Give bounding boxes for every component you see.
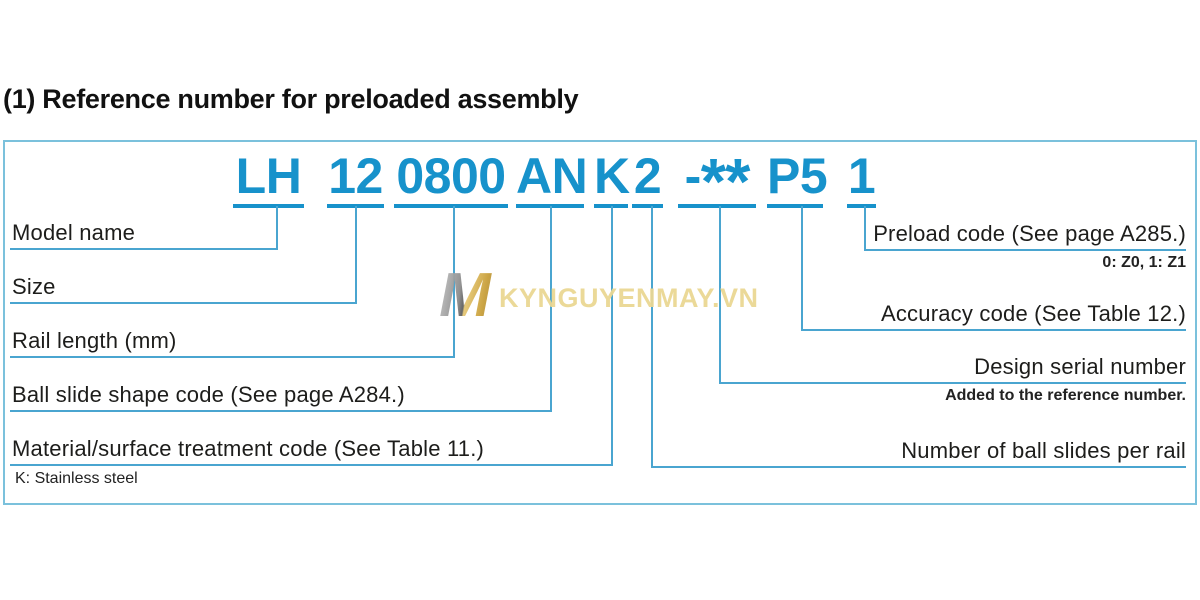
watermark-text: KYNGUYENMAY.VN bbox=[499, 283, 759, 313]
code-segment-shape: AN bbox=[516, 149, 588, 208]
page-title: (1) Reference number for preloaded assem… bbox=[3, 84, 579, 114]
note-added-to-reference: Added to the reference number. bbox=[945, 387, 1186, 404]
connector-model-vline bbox=[276, 206, 278, 250]
code-segment-model: LH bbox=[233, 149, 304, 208]
code-segment-material: K bbox=[594, 149, 630, 208]
label-model-name: Model name bbox=[12, 220, 136, 245]
connector-accuracy-vline bbox=[801, 206, 803, 331]
reference-diagram-box bbox=[3, 140, 1197, 505]
connector-preload-hline bbox=[864, 249, 1186, 251]
code-segment-serial: -** bbox=[678, 149, 756, 214]
connector-model-hline bbox=[10, 248, 278, 250]
code-segment-slides: 2 bbox=[632, 149, 663, 208]
connector-preload-vline bbox=[864, 206, 866, 251]
label-design-serial-number: Design serial number bbox=[974, 354, 1186, 379]
label-ball-slide-shape: Ball slide shape code (See page A284.) bbox=[12, 382, 405, 407]
connector-material-vline bbox=[611, 206, 613, 466]
code-segment-rail: 0800 bbox=[394, 149, 508, 208]
connector-material-hline bbox=[10, 464, 613, 466]
connector-shape-hline bbox=[10, 410, 552, 412]
label-preload-code: Preload code (See page A285.) bbox=[873, 221, 1186, 246]
watermark-m-logo: M bbox=[433, 263, 497, 329]
connector-rail-vline bbox=[453, 206, 455, 358]
connector-serial-hline bbox=[719, 382, 1186, 384]
connector-shape-vline bbox=[550, 206, 552, 412]
label-accuracy-code: Accuracy code (See Table 12.) bbox=[880, 301, 1186, 326]
connector-serial-vline bbox=[719, 206, 721, 384]
connector-accuracy-hline bbox=[801, 329, 1186, 331]
code-segment-preload: 1 bbox=[847, 149, 876, 208]
note-preload-values: 0: Z0, 1: Z1 bbox=[1102, 254, 1186, 271]
label-size: Size bbox=[12, 274, 56, 299]
label-number-of-ball-slides: Number of ball slides per rail bbox=[901, 438, 1186, 463]
code-segment-accuracy: P5 bbox=[767, 149, 828, 208]
connector-slides-hline bbox=[651, 466, 1186, 468]
connector-rail-hline bbox=[10, 356, 455, 358]
label-rail-length: Rail length (mm) bbox=[12, 328, 177, 353]
note-stainless-steel: K: Stainless steel bbox=[15, 470, 138, 487]
connector-size-hline bbox=[10, 302, 357, 304]
connector-slides-vline bbox=[651, 206, 653, 468]
label-material-code: Material/surface treatment code (See Tab… bbox=[12, 436, 485, 461]
code-segment-size: 12 bbox=[327, 149, 384, 208]
connector-size-vline bbox=[355, 206, 357, 304]
